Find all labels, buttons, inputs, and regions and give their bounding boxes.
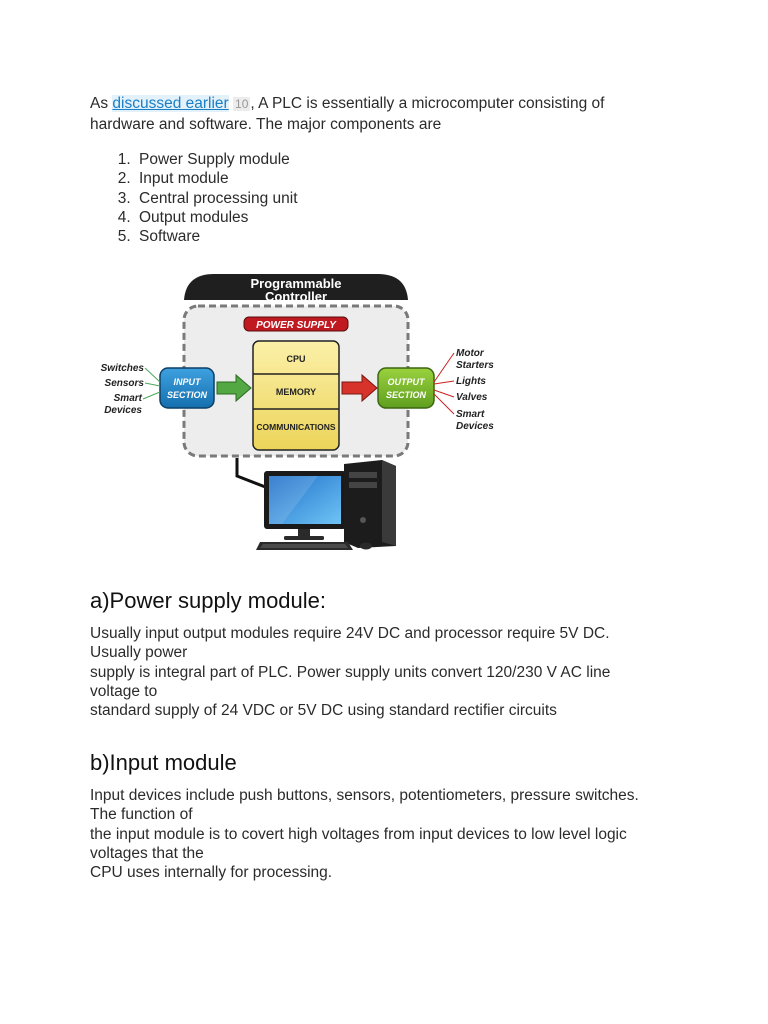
cpu-stack <box>252 340 340 451</box>
input-section <box>159 367 215 409</box>
section-heading-power-supply: a)Power supply module: <box>90 588 327 613</box>
computer-icon <box>256 460 396 550</box>
section-heading-input-module: b)Input module <box>90 750 237 775</box>
output-device-lights: Lights <box>456 376 486 387</box>
controller-header <box>184 274 408 300</box>
paragraph-line: standard supply of 24 VDC or 5V DC using… <box>90 702 557 720</box>
citation-marker[interactable]: 10 <box>233 97 251 111</box>
header-line2: Controller <box>265 289 327 304</box>
list-item: Central processing unit <box>135 189 298 208</box>
output-arrow <box>341 373 378 403</box>
paragraph-line: Input devices include push buttons, sens… <box>90 787 639 804</box>
intro-text-line2: hardware and software. The major compone… <box>90 115 442 133</box>
power-supply-tag <box>243 316 349 332</box>
paragraph-line: voltage to <box>90 682 158 700</box>
paragraph-line: CPU uses internally for processing. <box>90 864 333 882</box>
list-item: Output modules <box>135 208 298 227</box>
list-item: Software <box>135 227 298 246</box>
intro-prefix: As <box>90 95 113 112</box>
output-section <box>377 367 435 409</box>
input-device-devices: Devices <box>104 405 142 416</box>
list-item: Input module <box>135 169 298 188</box>
output-device-starters: Starters <box>456 360 494 371</box>
power-supply-paragraph: Usually input output modules require 24V… <box>90 624 690 720</box>
input-device-switches: Switches <box>101 363 145 374</box>
output-device-valves: Valves <box>456 392 488 403</box>
input-section-line2: SECTION <box>167 390 208 400</box>
discussed-earlier-link[interactable]: discussed earlier <box>112 95 229 112</box>
input-section-line1: INPUT <box>174 377 203 387</box>
paragraph-line: voltages that the <box>90 844 204 862</box>
output-device-motor: Motor <box>456 348 485 359</box>
paragraph-line: Usually power <box>90 644 188 662</box>
paragraph-line: supply is integral part of PLC. Power su… <box>90 663 611 681</box>
cpu-label: CPU <box>286 354 305 364</box>
components-list: Power Supply module Input module Central… <box>92 150 298 246</box>
intro-text-line1: , A PLC is essentially a microcomputer c… <box>250 95 605 112</box>
output-section-line2: SECTION <box>386 390 427 400</box>
output-device-devices: Devices <box>456 421 494 432</box>
output-section-line1: OUTPUT <box>388 377 427 387</box>
input-device-sensors: Sensors <box>105 378 145 389</box>
paragraph-line: the input module is to covert high volta… <box>90 825 627 843</box>
communications-label: COMMUNICATIONS <box>256 422 335 432</box>
intro-paragraph: As discussed earlier 10, A PLC is essent… <box>90 94 690 134</box>
input-module-paragraph: Input devices include push buttons, sens… <box>90 786 690 882</box>
input-device-smart: Smart <box>114 393 143 404</box>
list-item: Power Supply module <box>135 150 298 169</box>
input-arrow <box>216 373 252 403</box>
power-supply-label: POWER SUPPLY <box>256 320 337 331</box>
paragraph-line: The function of <box>90 806 193 824</box>
plc-cable <box>235 458 269 490</box>
output-device-smart: Smart <box>456 409 485 420</box>
paragraph-line: Usually input output modules require 24V… <box>90 625 610 642</box>
memory-label: MEMORY <box>276 387 316 397</box>
plc-diagram: Programmable Controller POWER SUPPLY CPU… <box>101 274 494 550</box>
header-line1: Programmable <box>250 276 341 291</box>
